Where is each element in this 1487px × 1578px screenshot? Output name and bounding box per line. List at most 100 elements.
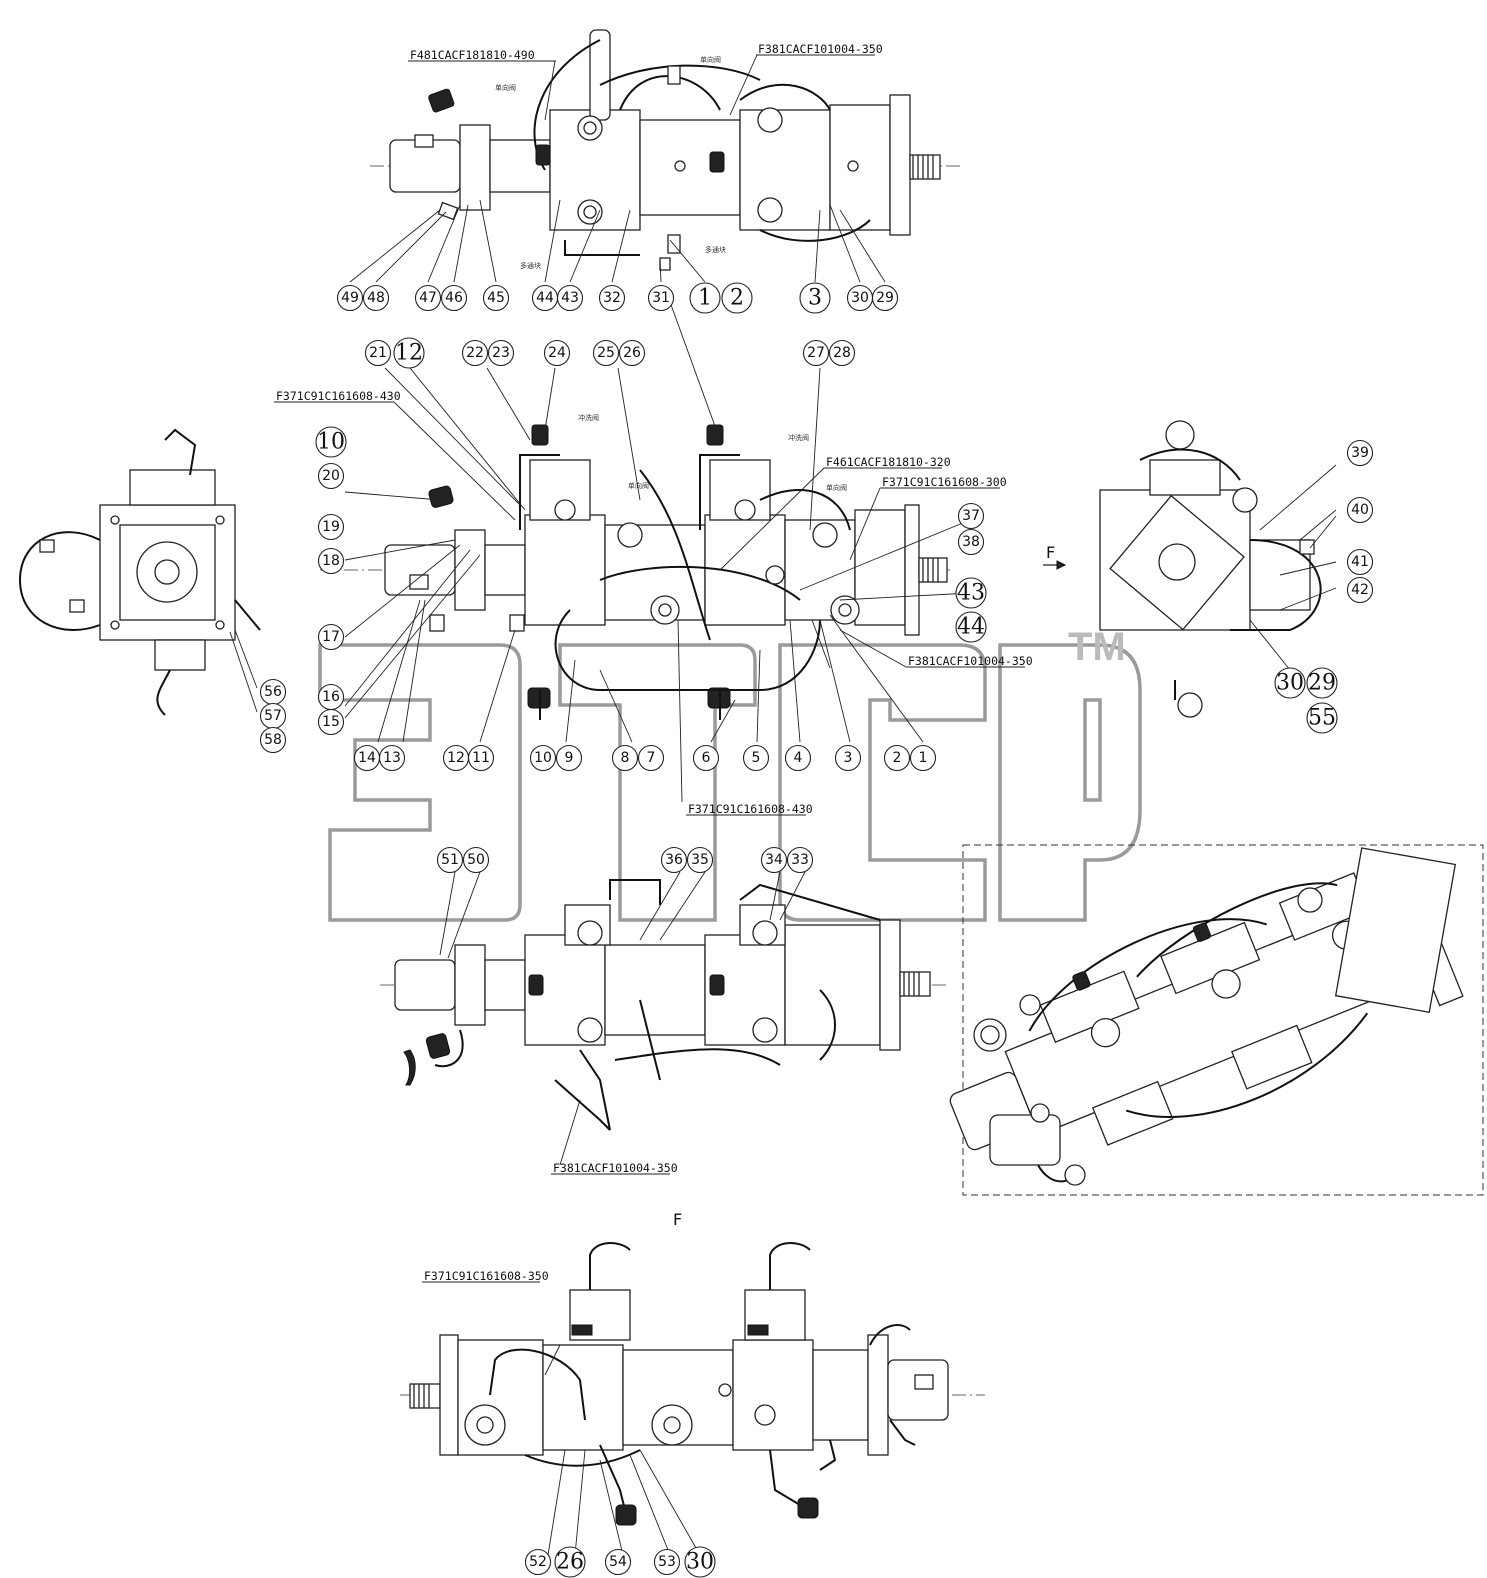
callout-balloon: 16: [317, 683, 345, 711]
svg-text:25: 25: [597, 345, 615, 361]
middle-leaders: [344, 301, 971, 803]
svg-text:45: 45: [487, 290, 505, 306]
lower-view: [380, 871, 950, 1166]
svg-text:49: 49: [341, 290, 359, 306]
svg-text:5: 5: [752, 750, 761, 766]
view-arrow-label: F: [1046, 543, 1055, 562]
callout-balloon: 54: [604, 1548, 632, 1576]
svg-text:47: 47: [419, 290, 437, 306]
svg-text:42: 42: [1351, 582, 1369, 598]
svg-text:57: 57: [264, 708, 282, 724]
callout-balloon: 1: [909, 744, 937, 772]
svg-text:19: 19: [322, 519, 340, 535]
svg-text:30: 30: [851, 290, 869, 306]
callout-balloon: 24: [543, 339, 571, 367]
callout-balloon: 42: [1346, 576, 1374, 604]
svg-text:27: 27: [807, 345, 825, 361]
part-labels: F481CACF181810-490 F381CACF101004-350 F3…: [274, 42, 1033, 1283]
svg-text:2: 2: [893, 750, 902, 766]
svg-text:32: 32: [603, 290, 621, 306]
svg-text:50: 50: [467, 852, 485, 868]
part-label: F381CACF101004-350: [908, 654, 1033, 668]
watermark-tm: TM: [1068, 625, 1126, 669]
callout-balloon: 3: [799, 282, 831, 314]
svg-text:48: 48: [367, 290, 385, 306]
callout-balloon: 5: [742, 744, 770, 772]
part-label: F461CACF181810-320: [826, 455, 951, 469]
svg-text:11: 11: [472, 750, 490, 766]
callout-balloon: 12: [442, 744, 470, 772]
svg-text:43: 43: [561, 290, 579, 306]
svg-text:多通块: 多通块: [520, 261, 541, 270]
svg-text:26: 26: [556, 1550, 584, 1575]
part-label: F371C91C161608-350: [424, 1269, 549, 1283]
svg-text:20: 20: [322, 468, 340, 484]
callout-balloon: 34: [760, 846, 788, 874]
section-f-view: F: [400, 1210, 985, 1556]
svg-text:38: 38: [962, 534, 980, 550]
callout-balloon: 35: [686, 846, 714, 874]
svg-text:12: 12: [447, 750, 465, 766]
svg-text:冲洗阀: 冲洗阀: [578, 413, 599, 422]
svg-text:3: 3: [844, 750, 853, 766]
svg-text:44: 44: [957, 615, 985, 640]
top-leaders: [349, 54, 886, 283]
part-label: F371C91C161608-430: [688, 802, 813, 816]
callout-balloon: 26: [554, 1546, 586, 1578]
callout-balloon: 20: [317, 462, 345, 490]
svg-text:53: 53: [658, 1554, 676, 1570]
svg-text:52: 52: [529, 1554, 547, 1570]
svg-text:51: 51: [441, 852, 459, 868]
svg-text:12: 12: [395, 341, 423, 366]
isometric-view: [949, 844, 1484, 1196]
callout-balloon: 30: [846, 284, 874, 312]
svg-text:15: 15: [322, 714, 340, 730]
part-label: F381CACF101004-350: [553, 1161, 678, 1175]
callout-balloon: 53: [653, 1548, 681, 1576]
callout-balloon: 37: [957, 502, 985, 530]
callout-balloon: 4: [784, 744, 812, 772]
svg-text:18: 18: [322, 553, 340, 569]
svg-text:40: 40: [1351, 502, 1369, 518]
top-view: 单向阀 单向阀 多通块 多通块: [370, 29, 960, 271]
callout-balloon: 19: [317, 513, 345, 541]
callout-balloon: 33: [786, 846, 814, 874]
callout-balloon: 10: [315, 426, 347, 458]
callout-balloon: 43: [556, 284, 584, 312]
callout-balloon: 58: [259, 726, 287, 754]
svg-text:单向阀: 单向阀: [826, 483, 847, 492]
callout-balloon: 29: [1306, 667, 1338, 699]
watermark-logo: TM: [318, 625, 1142, 922]
callout-balloon: 13: [378, 744, 406, 772]
callout-balloon: 48: [362, 284, 390, 312]
callout-balloon: 7: [637, 744, 665, 772]
callout-balloon: 23: [487, 339, 515, 367]
callout-balloon: 45: [482, 284, 510, 312]
callout-balloon: 30: [684, 1546, 716, 1578]
callout-balloon: 36: [660, 846, 688, 874]
svg-text:26: 26: [623, 345, 641, 361]
callout-balloon: 32: [598, 284, 626, 312]
callout-balloon: 2: [721, 282, 753, 314]
callout-balloon: 55: [1306, 702, 1338, 734]
callout-balloon: 18: [317, 547, 345, 575]
right-side-view: F: [1043, 420, 1337, 718]
callout-balloon: 39: [1346, 439, 1374, 467]
svg-text:46: 46: [445, 290, 463, 306]
svg-text:4: 4: [794, 750, 803, 766]
svg-text:17: 17: [322, 629, 340, 645]
svg-text:13: 13: [383, 750, 401, 766]
part-label: F381CACF101004-350: [758, 42, 883, 56]
svg-text:21: 21: [369, 345, 387, 361]
svg-text:2: 2: [730, 286, 744, 311]
callout-balloon: 6: [692, 744, 720, 772]
callout-balloon: 15: [317, 708, 345, 736]
callout-balloon: 41: [1346, 548, 1374, 576]
svg-text:单向阀: 单向阀: [700, 55, 721, 64]
svg-text:8: 8: [621, 750, 630, 766]
svg-text:35: 35: [691, 852, 709, 868]
svg-text:9: 9: [565, 750, 574, 766]
callout-balloon: 29: [871, 284, 899, 312]
callout-balloon: 44: [531, 284, 559, 312]
